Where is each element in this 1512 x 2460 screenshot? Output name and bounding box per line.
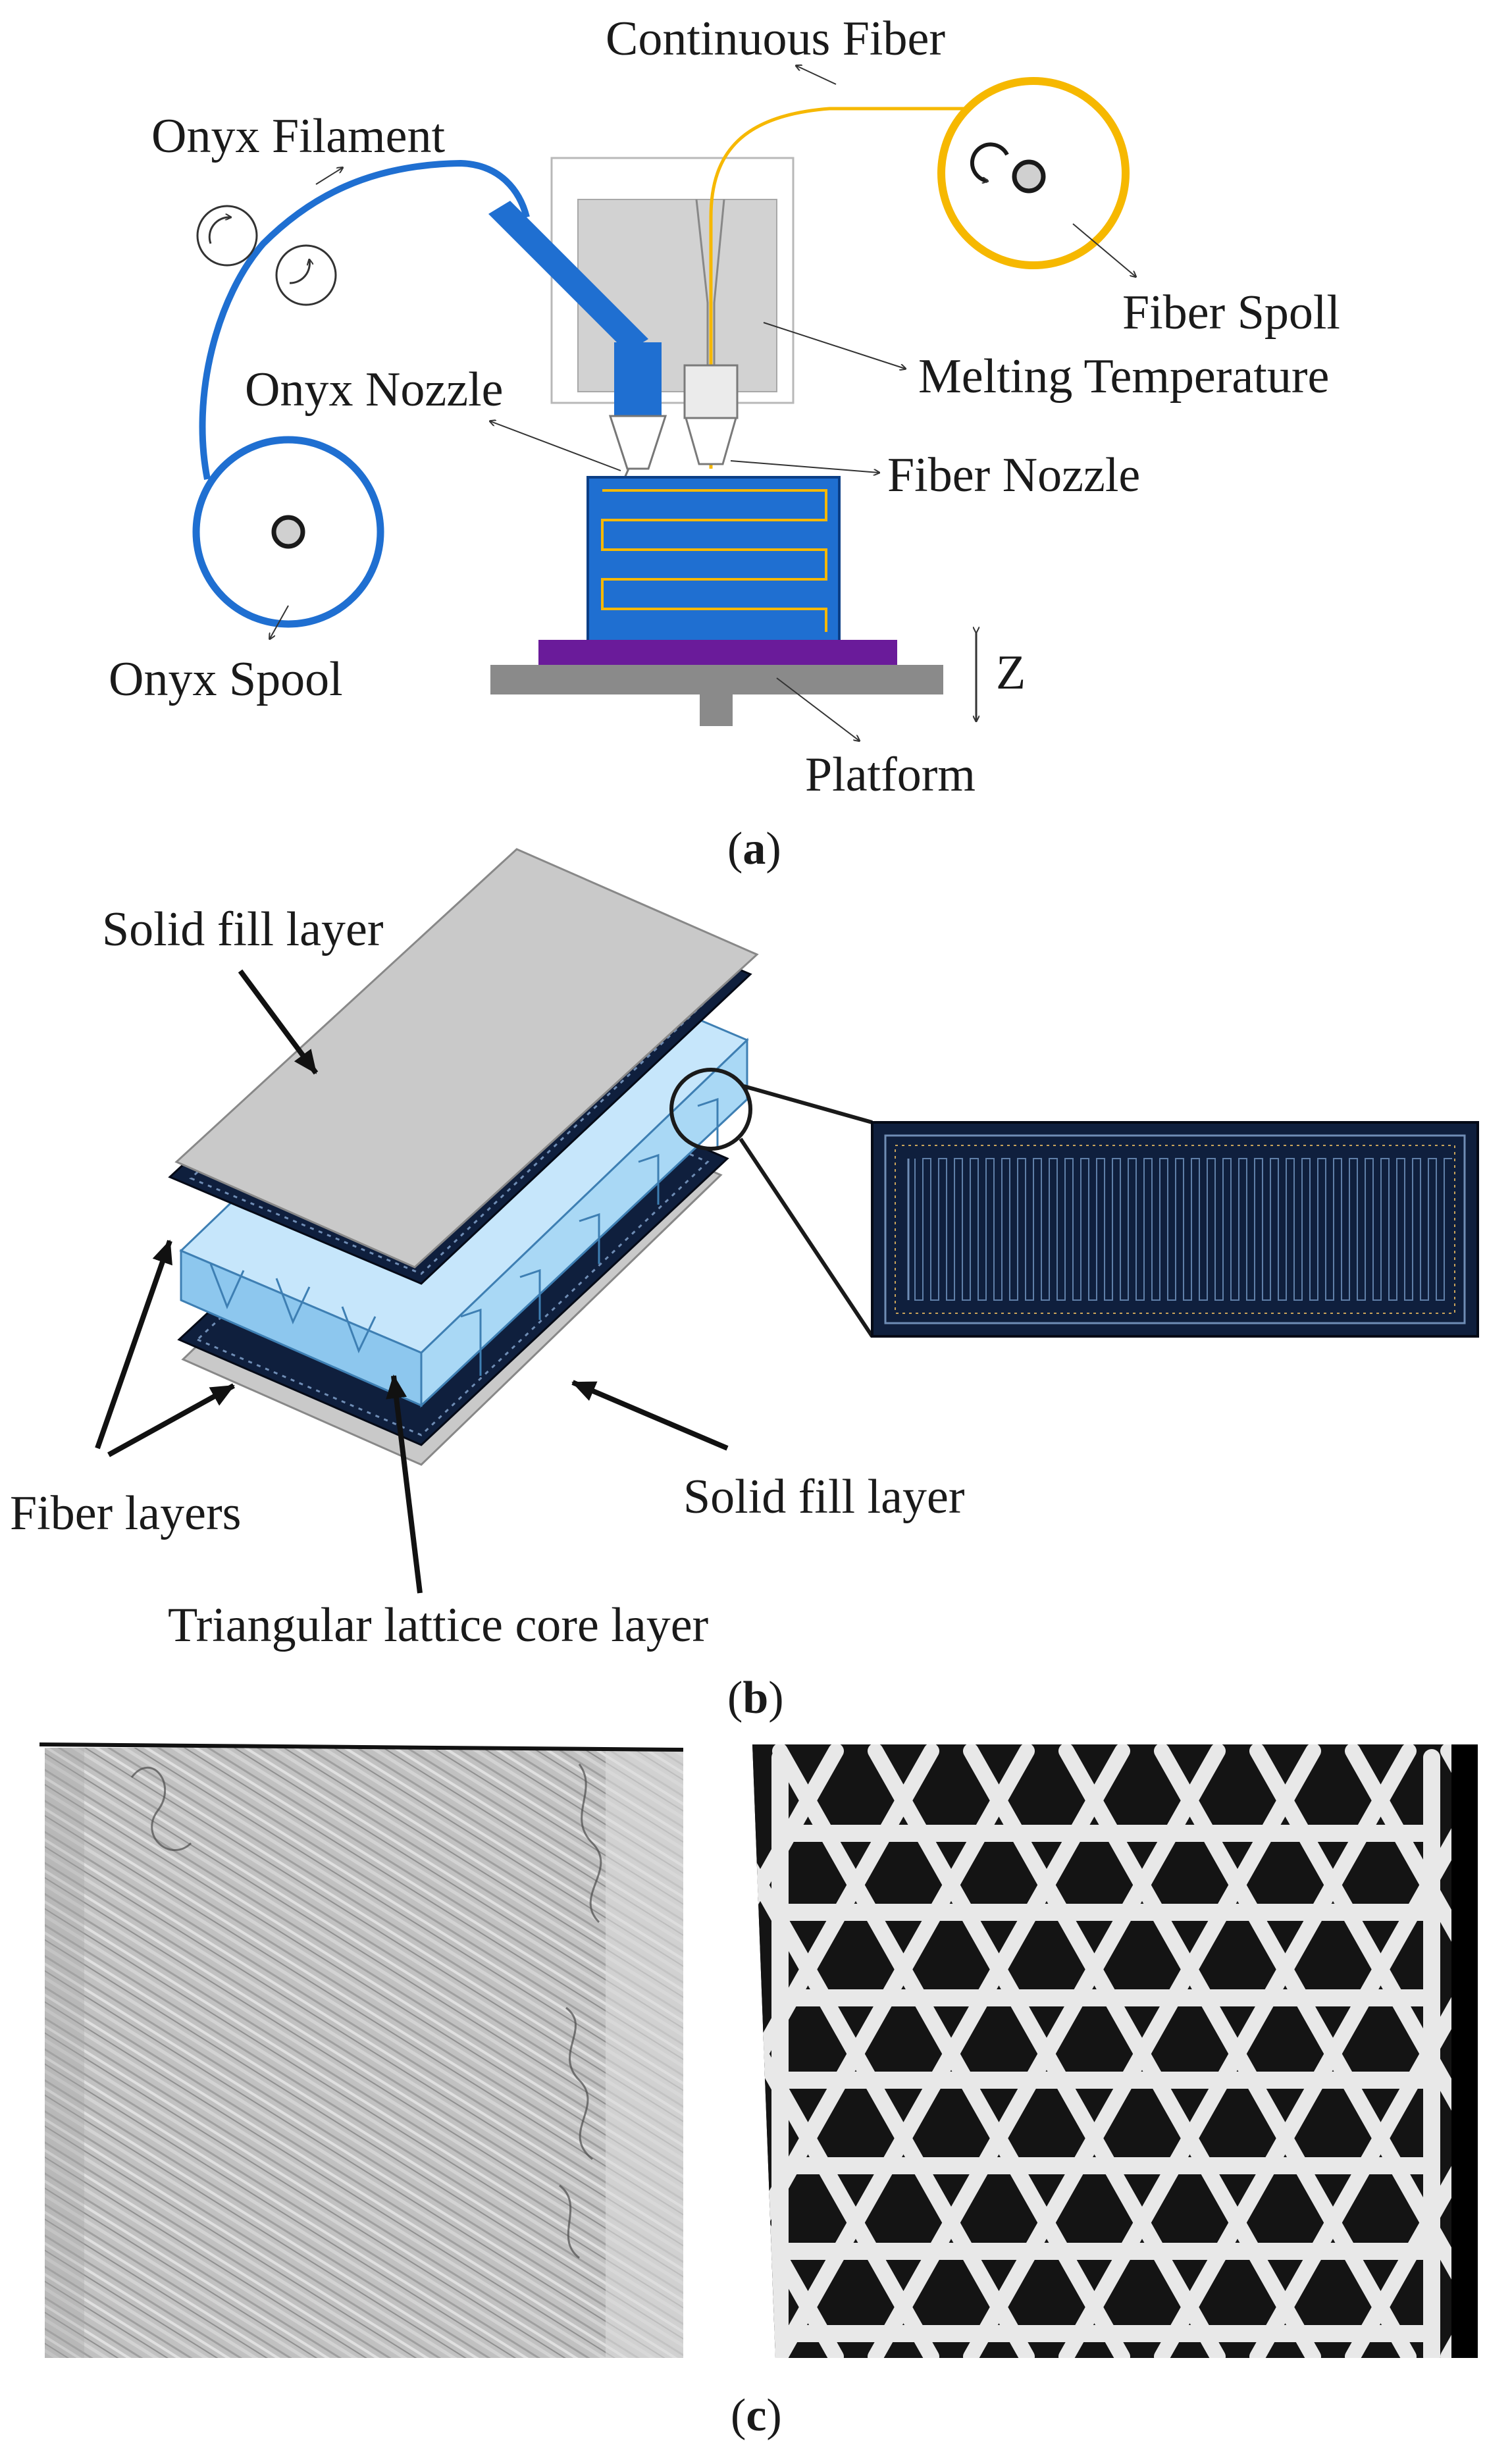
zoom-circle — [669, 1068, 752, 1151]
roller-rotation-arrow — [208, 217, 230, 244]
lattice-strut — [772, 1744, 1130, 2358]
label-platform: Platform — [805, 748, 976, 802]
arrow-fiber-layers-top — [95, 1240, 172, 1450]
fiber-nozzle-block — [683, 364, 739, 419]
label-continuous-fiber: Continuous Fiber — [606, 12, 945, 66]
feed-roller-bottom — [275, 244, 337, 306]
lattice-strut — [1058, 1744, 1417, 2358]
onyx-feed-tube — [488, 201, 648, 352]
arrow-solid-fill-top — [238, 969, 319, 1075]
fiber-channel — [695, 199, 725, 392]
label-solid-fill-top: Solid fill layer — [102, 903, 384, 956]
melting-zone — [577, 199, 777, 392]
lattice-strut — [1345, 1744, 1478, 2358]
lattice-strut — [752, 1744, 844, 2358]
label-onyx-spool: Onyx Spool — [109, 652, 343, 706]
spool-rotation-arrow — [970, 142, 1009, 181]
lattice-strut — [752, 1744, 1035, 2358]
lattice-strut — [752, 1744, 844, 2358]
panel-b-sandwich — [95, 848, 1479, 1594]
fiber-spool-hub — [1012, 159, 1046, 194]
lattice-strut — [963, 1744, 1321, 2358]
inset-serpentine-fibers — [914, 1158, 1452, 1301]
onyx-spool-hub — [271, 515, 305, 549]
label-core-layer: Triangular lattice core layer — [168, 1598, 709, 1652]
feed-roller-top — [196, 205, 258, 267]
panel-a-schematic — [192, 66, 1135, 741]
printed-part — [587, 476, 841, 645]
platform-plate — [538, 640, 897, 665]
lattice-strut — [868, 1744, 1226, 2358]
label-onyx-filament: Onyx Filament — [151, 109, 446, 163]
caption-a: (a) — [727, 824, 781, 874]
fiber-nozzle-tip — [685, 417, 737, 465]
caption-b: (b) — [727, 1673, 784, 1723]
platform-stem — [700, 694, 733, 726]
lattice-strut — [1249, 1744, 1478, 2358]
top-solid-fill-layer — [174, 848, 759, 1269]
roller-rotation-arrow-2 — [289, 260, 309, 284]
ct-image-fiber-layer — [39, 1742, 684, 2358]
ct-image-lattice-core — [752, 1744, 1478, 2358]
label-fiber-layers: Fiber layers — [10, 1486, 242, 1540]
continuous-fiber — [709, 107, 1033, 469]
arrow-core-layer — [386, 1374, 423, 1594]
label-solid-fill-bottom: Solid fill layer — [683, 1470, 965, 1524]
fiber-serpentine — [601, 489, 827, 632]
label-fiber-nozzle: Fiber Nozzle — [887, 448, 1141, 502]
arrow-fiber-layers-bottom — [107, 1383, 235, 1457]
platform-base — [490, 665, 943, 694]
onyx-nozzle-block — [614, 342, 662, 416]
onyx-filament — [199, 159, 530, 480]
inset-fiber-path — [914, 1158, 1452, 1301]
label-fiber-spoll: Fiber Spoll — [1122, 286, 1340, 340]
lattice-strut — [1345, 1744, 1478, 2358]
label-onyx-nozzle: Onyx Nozzle — [245, 363, 504, 417]
lattice-strut — [1154, 1744, 1478, 2358]
arrow-solid-fill-bottom — [571, 1380, 729, 1451]
label-z-axis: Z — [996, 646, 1026, 700]
label-melting-temperature: Melting Temperature — [918, 350, 1330, 404]
onyx-nozzle-tip — [608, 415, 667, 470]
caption-c: (c) — [731, 2390, 782, 2441]
